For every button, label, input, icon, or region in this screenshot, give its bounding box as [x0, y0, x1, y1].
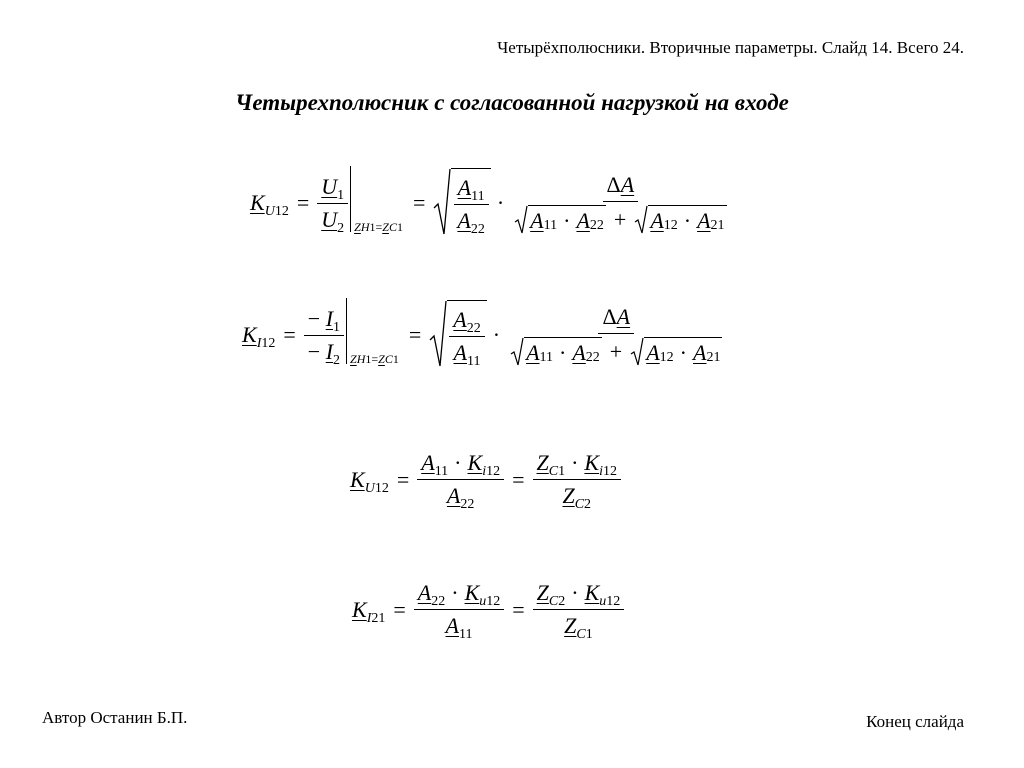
- slide-title: Четырехполюсник с согласованной нагрузко…: [235, 90, 789, 115]
- formula-current-gain-relation: KI21 = A22·Ku12 A11 = ZC2·Ku12 ZC1: [352, 580, 625, 642]
- sqrt-sign-icon: [630, 337, 644, 365]
- end-of-slide-label: Конец слайда: [866, 712, 964, 731]
- sqrt-sign-icon: [510, 337, 524, 365]
- evaluation-bar: ZH1=ZC1: [346, 297, 399, 367]
- sqrt-sign-icon: [634, 205, 648, 233]
- slide-header: Четырёхполюсники. Вторичные параметры. С…: [497, 38, 964, 57]
- sqrt-sign-icon: [514, 205, 528, 233]
- formula-voltage-gain-relation: KU12 = A11·Ki12 A22 = ZC1·Ki12 ZC2: [350, 450, 621, 512]
- author-label: Автор Останин Б.П.: [42, 708, 188, 727]
- sqrt-sign-icon: [429, 300, 447, 367]
- evaluation-bar: ZH1=ZC1: [350, 165, 403, 235]
- sqrt-sign-icon: [433, 168, 452, 235]
- formula-current-gain: KI12 = − I1 − I2 ZH1=ZC1 = A22 A11 · ΔA …: [242, 297, 726, 370]
